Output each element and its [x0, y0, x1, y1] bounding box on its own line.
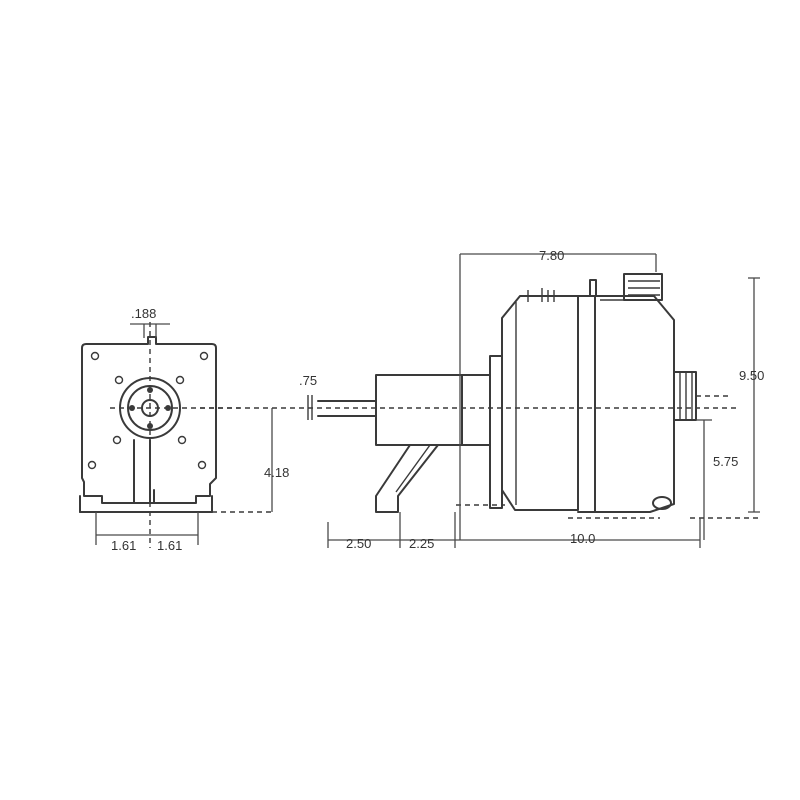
mount-hole-bottom-right: [197, 460, 207, 470]
top-terminal-block: [623, 273, 663, 301]
shaft-dia-label: .75: [299, 373, 317, 388]
center-height-label: 4.18: [264, 465, 289, 480]
front-dimensions: [95, 323, 273, 545]
bracket-height-label: 5.75: [713, 454, 738, 469]
motor-body: [577, 295, 675, 513]
mount-hole-top-left: [90, 351, 100, 361]
front-mounting-plate: [81, 336, 217, 504]
shaft-housing: [375, 374, 463, 446]
top-stud: [589, 279, 597, 297]
side-view: [200, 273, 740, 519]
hub-length-label: 2.25: [409, 536, 434, 551]
foot-bracket: [375, 444, 439, 513]
mount-hole-bottom-left: [87, 460, 97, 470]
bolt-hole-3: [112, 435, 122, 445]
mount-hole-top-right: [199, 351, 209, 361]
half-width-left-label: 1.61: [111, 538, 136, 553]
hole-dia-label: .188: [131, 306, 156, 321]
bolt-hole-1: [114, 375, 124, 385]
side-dimensions: [327, 253, 760, 548]
half-width-right-label: 1.61: [157, 538, 182, 553]
body-front-cover: [501, 295, 579, 511]
hub-flange: [461, 374, 491, 446]
foot-bracket-inner: [395, 444, 431, 493]
bolt-hole-2: [175, 375, 185, 385]
bottom-screw: [652, 496, 672, 510]
mounting-plate: [489, 355, 503, 509]
body-width-label: 7.80: [539, 248, 564, 263]
bolt-hole-4: [177, 435, 187, 445]
overall-height-label: 9.50: [739, 368, 764, 383]
front-view: [79, 322, 240, 548]
body-length-label: 10.0: [570, 531, 595, 546]
shaft-length-label: 2.50: [346, 536, 371, 551]
